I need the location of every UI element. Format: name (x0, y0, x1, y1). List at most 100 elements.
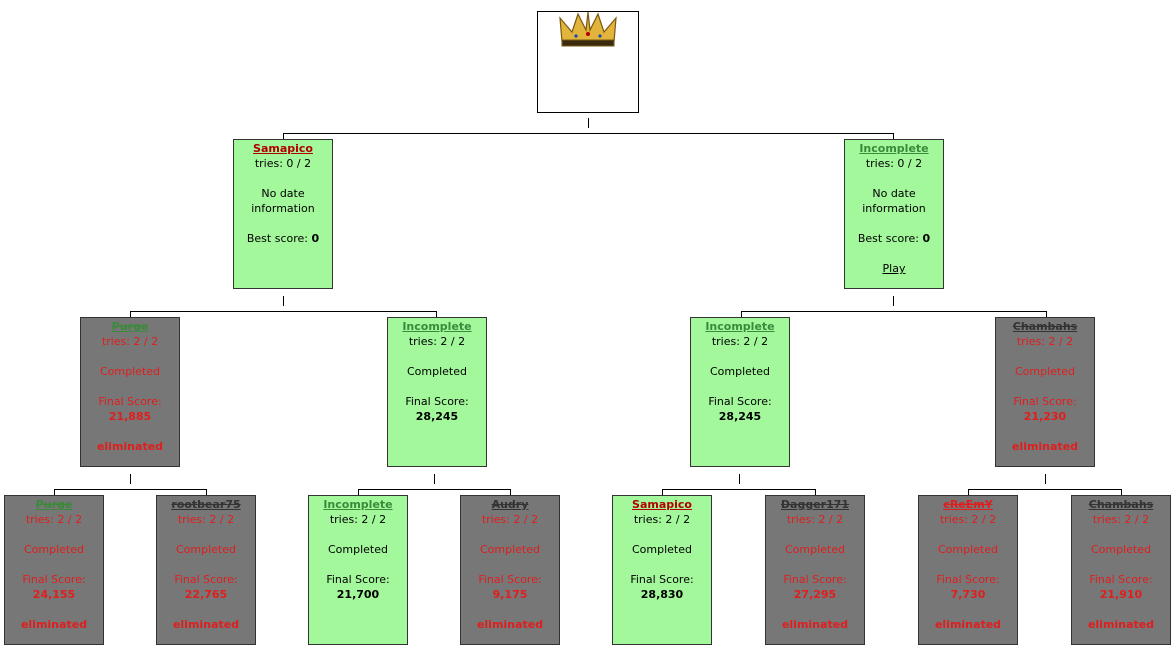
bracket-node-semi-right: Incomplete tries: 0 / 2 No date informat… (844, 139, 944, 289)
status-text: Completed (176, 543, 236, 556)
best-score-label: Best score: (246, 232, 312, 245)
connector (283, 296, 284, 306)
eliminated-badge: eliminated (1011, 440, 1079, 453)
date-info: information (251, 202, 315, 215)
connector (968, 489, 1121, 490)
connector (968, 489, 969, 495)
player-name[interactable]: Dagger171 (780, 498, 850, 511)
connector (1046, 311, 1047, 317)
player-name[interactable]: Incomplete (859, 142, 929, 155)
connector (358, 489, 359, 495)
final-score: 22,765 (184, 588, 228, 601)
status-text: Completed (24, 543, 84, 556)
final-score: 28,245 (415, 410, 459, 423)
bracket-node-r1-7: cReEmY tries: 2 / 2 Completed Final Scor… (918, 495, 1018, 645)
player-name[interactable]: Audry (491, 498, 529, 511)
bracket-node-r2-1: Purge tries: 2 / 2 Completed Final Score… (80, 317, 180, 467)
status-text: Completed (785, 543, 845, 556)
connector (741, 311, 742, 317)
eliminated-badge: eliminated (20, 618, 88, 631)
connector (893, 296, 894, 306)
bracket-node-r2-2: Incomplete tries: 2 / 2 Completed Final … (387, 317, 487, 467)
status-text: Completed (1015, 365, 1075, 378)
final-score: 27,295 (793, 588, 837, 601)
connector (130, 311, 436, 312)
date-info: information (862, 202, 926, 215)
eliminated-badge: eliminated (476, 618, 544, 631)
connector (1121, 489, 1122, 495)
bracket-node-r1-2: rootbear75 tries: 2 / 2 Completed Final … (156, 495, 256, 645)
tries-text: tries: 2 / 2 (711, 335, 769, 348)
connector (283, 133, 893, 134)
score-label: Final Score: (630, 573, 694, 586)
final-score: 21,885 (108, 410, 152, 423)
status-text: Completed (1091, 543, 1151, 556)
tries-text: tries: 2 / 2 (1092, 513, 1150, 526)
score-label: Final Score: (936, 573, 1000, 586)
status-text: Completed (328, 543, 388, 556)
bracket-node-r1-3: Incomplete tries: 2 / 2 Completed Final … (308, 495, 408, 645)
status-text: Completed (710, 365, 770, 378)
player-name[interactable]: Incomplete (705, 320, 775, 333)
connector (662, 489, 663, 495)
final-score: 21,700 (336, 588, 380, 601)
player-name[interactable]: Chambahs (1012, 320, 1078, 333)
score-label: Final Score: (783, 573, 847, 586)
tries-text: tries: 2 / 2 (1016, 335, 1074, 348)
tries-text: tries: 2 / 2 (329, 513, 387, 526)
tries-text: tries: 2 / 2 (939, 513, 997, 526)
player-name[interactable]: Chambahs (1088, 498, 1154, 511)
player-name[interactable]: Purge (111, 320, 149, 333)
connector (741, 311, 1046, 312)
player-name[interactable]: Incomplete (323, 498, 393, 511)
player-name[interactable]: Samapico (253, 142, 313, 155)
final-score: 9,175 (492, 588, 528, 601)
score-label: Final Score: (98, 395, 162, 408)
tries-text: tries: 2 / 2 (633, 513, 691, 526)
connector (434, 474, 435, 484)
eliminated-badge: eliminated (934, 618, 1002, 631)
final-score: 28,245 (718, 410, 762, 423)
final-score: 7,730 (950, 588, 986, 601)
player-name[interactable]: Purge (35, 498, 73, 511)
connector (510, 489, 511, 495)
score-label: Final Score: (708, 395, 772, 408)
crown-icon (559, 12, 617, 47)
best-score-value: 0 (311, 232, 320, 245)
final-score: 24,155 (32, 588, 76, 601)
best-score-value: 0 (922, 232, 931, 245)
connector (130, 311, 131, 317)
score-label: Final Score: (1089, 573, 1153, 586)
status-text: Completed (100, 365, 160, 378)
connector (54, 489, 55, 495)
connector (283, 133, 284, 139)
connector (815, 489, 816, 495)
score-label: Final Score: (405, 395, 469, 408)
play-link[interactable]: Play (882, 262, 906, 275)
score-label: Final Score: (326, 573, 390, 586)
bracket-node-semi-left: Samapico tries: 0 / 2 No date informatio… (233, 139, 333, 289)
player-name[interactable]: Incomplete (402, 320, 472, 333)
connector (130, 474, 131, 484)
score-label: Final Score: (1013, 395, 1077, 408)
player-name[interactable]: rootbear75 (171, 498, 241, 511)
best-score: Best score: 0 (234, 231, 332, 246)
connector (206, 489, 207, 495)
champion-box (537, 11, 639, 113)
tries-text: tries: 2 / 2 (786, 513, 844, 526)
connector (893, 133, 894, 139)
tries-text: tries: 2 / 2 (408, 335, 466, 348)
player-name[interactable]: Samapico (632, 498, 692, 511)
eliminated-badge: eliminated (1087, 618, 1155, 631)
player-name[interactable]: cReEmY (943, 498, 993, 511)
status-text: Completed (938, 543, 998, 556)
final-score: 28,830 (640, 588, 684, 601)
tries-text: tries: 2 / 2 (481, 513, 539, 526)
best-score: Best score: 0 (845, 231, 943, 246)
tries-text: tries: 0 / 2 (254, 157, 312, 170)
final-score: 21,910 (1099, 588, 1143, 601)
tries-text: tries: 2 / 2 (25, 513, 83, 526)
tries-text: tries: 2 / 2 (177, 513, 235, 526)
bracket-node-r2-4: Chambahs tries: 2 / 2 Completed Final Sc… (995, 317, 1095, 467)
connector (436, 311, 437, 317)
